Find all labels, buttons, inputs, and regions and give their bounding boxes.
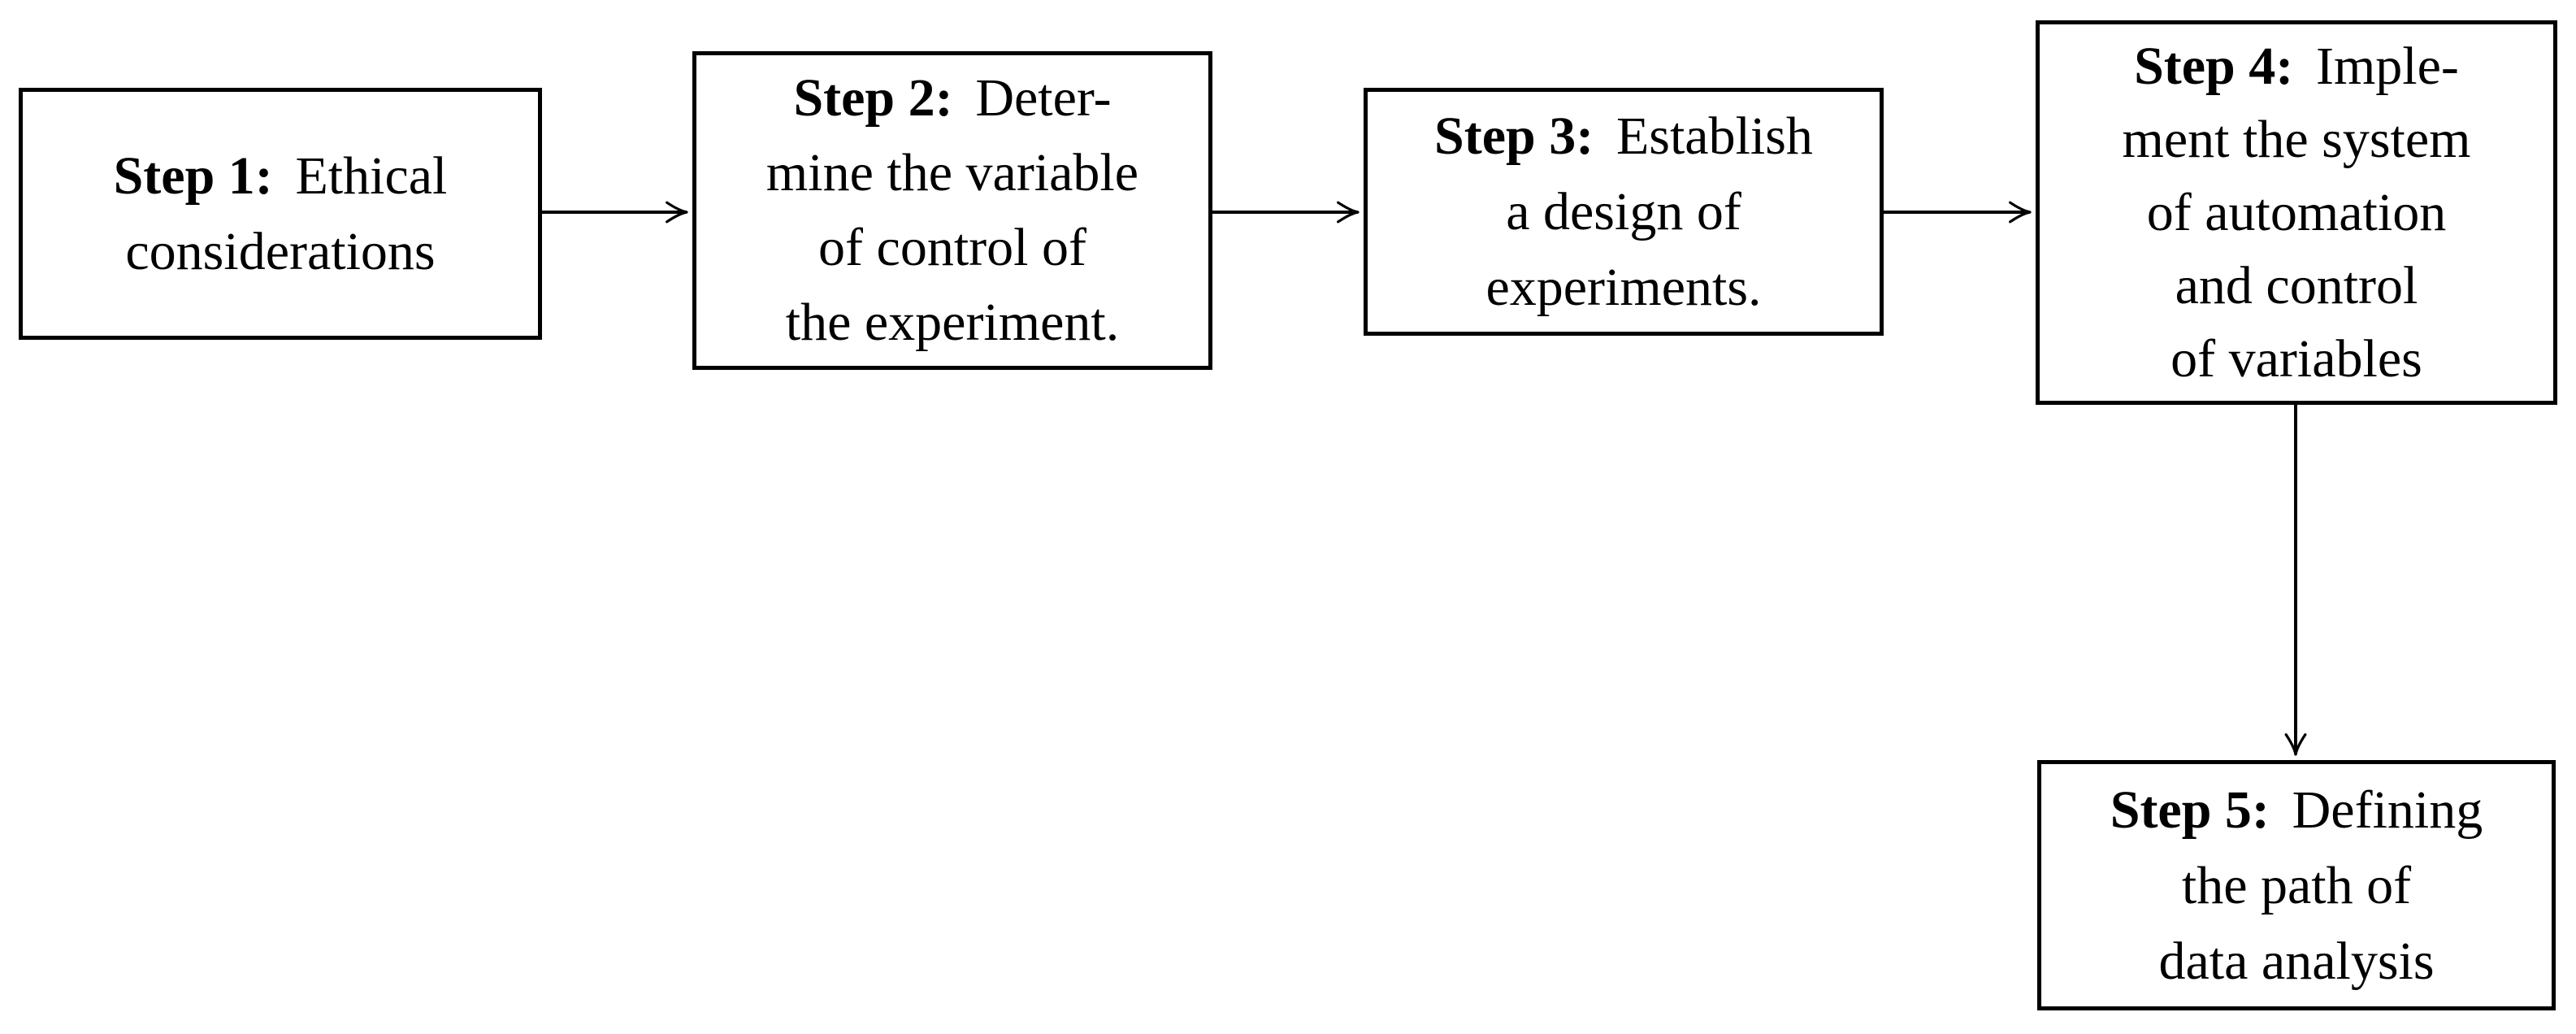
step-4-line-4: and control (2175, 255, 2418, 315)
step-3-text: Establish (1615, 106, 1813, 166)
step-2-label: Step 2: (793, 68, 953, 128)
step-4-box: Step 4: Imple- ment the system of automat… (2036, 20, 2557, 405)
step-1-label: Step 1: (113, 146, 273, 206)
step-1-line-2: considerations (125, 222, 436, 281)
step-2-box: Step 2: Deter- mine the variable of contr… (692, 51, 1212, 370)
step-4-line-5: of variables (2171, 328, 2422, 389)
step-5-line-1: Step 5: Defining (2110, 772, 2483, 848)
step-5-label: Step 5: (2110, 780, 2270, 840)
step-3-line-2: a design of (1506, 182, 1741, 241)
step-5-text: Defining (2292, 780, 2483, 840)
step-2-line-2: mine the variable (765, 143, 1139, 202)
step-2-line-1: Step 2: Deter- (793, 61, 1111, 136)
step-5-line-3: data analysis (2158, 931, 2435, 991)
step-3-line-3: experiments. (1485, 258, 1762, 317)
step-5-box: Step 5: Defining the path of data analysi… (2037, 760, 2556, 1010)
step-3-line-1: Step 3: Establish (1434, 98, 1813, 174)
step-2-text: Deter- (975, 68, 1112, 128)
step-4-label: Step 4: (2134, 36, 2294, 96)
step-4-line-3: of automation (2146, 182, 2447, 242)
step-4-text: Imple- (2315, 36, 2459, 96)
step-1-box: Step 1: Ethical considerations (19, 88, 542, 340)
step-2-line-3: of control of (818, 218, 1086, 277)
step-3-label: Step 3: (1434, 106, 1594, 166)
step-5-line-2: the path of (2181, 855, 2412, 915)
step-2-line-4: the experiment. (785, 293, 1120, 352)
step-1-line-1: Step 1: Ethical (114, 138, 448, 214)
step-4-line-2: ment the system (2122, 109, 2471, 169)
step-1-text: Ethical (295, 146, 448, 206)
step-3-box: Step 3: Establish a design of experiments… (1364, 88, 1884, 336)
step-4-line-1: Step 4: Imple- (2134, 30, 2459, 103)
